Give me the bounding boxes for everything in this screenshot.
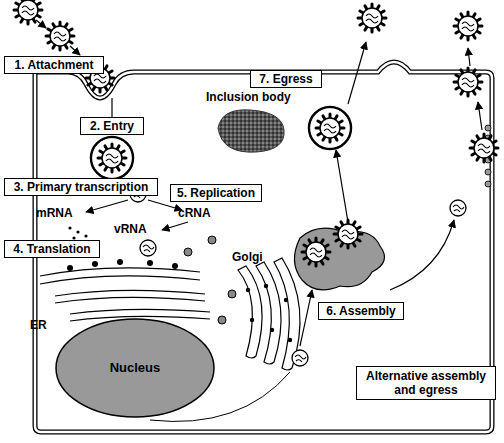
node-text: Nucleus: [110, 361, 161, 375]
step-box: 1. Attachment: [4, 56, 104, 74]
golgi: [238, 258, 300, 370]
arrow: [478, 102, 482, 130]
inclusion-body: [218, 110, 284, 152]
viral-core: [450, 200, 466, 216]
part-label: Golgi: [232, 250, 263, 264]
node-text: 3. Primary transcription: [14, 180, 149, 194]
virion: [316, 114, 344, 142]
node-text: 4. Translation: [13, 242, 90, 256]
arrow: [70, 46, 80, 55]
virion: [98, 144, 126, 172]
viral-core: [140, 240, 156, 256]
golgi-dots: [246, 284, 292, 342]
node-text: 7. Egress: [259, 72, 312, 86]
step-box: Alternative assembly and egress: [356, 366, 496, 400]
virion: [14, 0, 42, 24]
node-text: 5. Replication: [177, 186, 255, 200]
viral-core: [292, 350, 308, 366]
arrow: [86, 200, 128, 212]
node-text: 6. Assembly: [326, 304, 396, 318]
arrow: [336, 150, 348, 222]
ribosomes: [67, 259, 178, 271]
virion: [470, 134, 498, 162]
vesicles: [184, 236, 236, 324]
cell-membrane: [35, 62, 492, 432]
secretory-vesicle: [309, 107, 351, 149]
arrow: [348, 42, 366, 104]
virion: [302, 238, 330, 266]
part-label: mRNA: [36, 206, 73, 220]
part-label: vRNA: [114, 222, 147, 236]
arrow: [36, 20, 46, 28]
part-label: Inclusion body: [206, 90, 291, 104]
step-box: 6. Assembly: [318, 302, 404, 320]
node-text: 2. Entry: [90, 119, 134, 133]
node-text: 1. Attachment: [15, 58, 94, 72]
virion: [454, 68, 482, 96]
arrow: [468, 48, 470, 66]
virion: [46, 22, 74, 50]
virion: [358, 4, 386, 32]
endoplasmic-reticulum: [40, 268, 210, 321]
step-box: 4. Translation: [4, 240, 100, 258]
step-box: 2. Entry: [80, 117, 144, 135]
endosome: [91, 137, 133, 179]
part-label: cRNA: [178, 206, 211, 220]
virion: [454, 12, 482, 40]
part-label: ER: [30, 318, 47, 332]
virion: [334, 220, 362, 248]
nucleus-oval: Nucleus: [55, 318, 215, 418]
arrow: [162, 222, 188, 230]
step-box: 5. Replication: [170, 184, 262, 202]
step-box: 7. Egress: [250, 70, 322, 88]
step-box: 3. Primary transcription: [4, 178, 158, 196]
node-text: Alternative assembly and egress: [361, 369, 491, 397]
arrow: [300, 290, 312, 346]
arrow: [390, 220, 454, 290]
